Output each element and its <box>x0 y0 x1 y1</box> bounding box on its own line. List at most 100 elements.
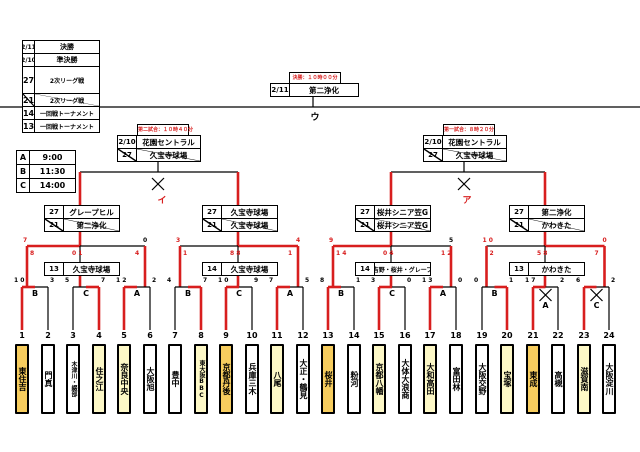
match-date-text: 27 <box>207 208 217 216</box>
team-number: 10 <box>246 331 258 340</box>
legend-label: 準決勝 <box>56 56 78 64</box>
match-date: 21 <box>45 219 64 231</box>
score: 0 <box>407 277 412 284</box>
semi-venue-cancelled: 久宝寺球場 <box>443 149 506 161</box>
match-date: 14 <box>203 263 222 275</box>
score: 1 <box>288 250 293 257</box>
score: 9 <box>254 277 259 284</box>
score: 1 <box>183 250 188 257</box>
team-number: 22 <box>552 331 564 340</box>
score: 8 8 <box>230 250 241 257</box>
match-venue: かわきた <box>529 219 584 231</box>
match-date-text: 14 <box>207 265 217 273</box>
score: 5 <box>65 277 70 284</box>
semi-note: 第二試合：１０時４０分 <box>137 124 193 136</box>
match-venue: 久宝寺球場 <box>222 219 277 231</box>
score: 2 <box>611 277 616 284</box>
team-number: 18 <box>450 331 462 340</box>
legend-label: 決勝 <box>60 43 74 51</box>
match-date-text: 13 <box>49 265 59 273</box>
team-name: 富田林 <box>452 367 461 391</box>
time-slot-label: A <box>542 301 549 310</box>
score: 1 3 <box>422 277 433 284</box>
score: 1 0 <box>14 277 25 284</box>
legend-date: 2/11 <box>23 41 35 53</box>
legend-label: 2次リーグ戦 <box>49 77 85 85</box>
team-box: 桜井 <box>321 344 335 414</box>
time-value: 11:30 <box>39 167 66 176</box>
team-number: 16 <box>399 331 411 340</box>
round1-match-box: 14 吉野・桜井・グレープ <box>355 262 431 276</box>
time-slot-label: B <box>31 289 39 298</box>
team-box: 門真 <box>41 344 55 414</box>
team-box: 木津川・綴部 <box>66 344 80 414</box>
team-box: 宝塚 <box>500 344 514 414</box>
score: 0 4 <box>383 250 394 257</box>
score: 8 <box>30 250 35 257</box>
legend-row: 2/11 決勝 <box>23 41 99 54</box>
team-box: 八尾 <box>270 344 284 414</box>
time-slot-label: B <box>184 289 192 298</box>
team-name: 高槻 <box>554 371 563 387</box>
team-number: 8 <box>198 331 204 340</box>
score: 1 7 <box>525 277 536 284</box>
legend-date: 2/10 <box>23 54 35 66</box>
team-name: 東成 <box>529 371 538 387</box>
match-date-text: 27 <box>360 208 370 216</box>
match-venue: 桜井シニア笠G <box>375 206 430 218</box>
score: 5 <box>305 277 310 284</box>
final-note: 決勝：１０時００分 <box>289 72 341 84</box>
team-number: 3 <box>70 331 76 340</box>
team-number: 17 <box>424 331 436 340</box>
team-name: 木津川・綴部 <box>70 361 77 397</box>
match-date-text: 27 <box>514 208 524 216</box>
match-date: 21 <box>356 219 375 231</box>
team-name: 滋賀南 <box>580 367 589 391</box>
match-venue: 桜井シニア笠G <box>375 219 430 231</box>
match-venue-text: 吉野・桜井・グレープ <box>375 266 430 274</box>
team-name: 宝塚 <box>503 371 512 387</box>
score: 1 2 <box>116 277 127 284</box>
team-name: 大阪旭 <box>146 367 155 391</box>
score: 1 0 <box>218 277 229 284</box>
time-slot-label: C <box>236 289 242 298</box>
time-slot-label: B <box>491 289 498 298</box>
team-box: 大阪交野 <box>475 344 489 414</box>
team-number: 12 <box>297 331 309 340</box>
team-number: 11 <box>271 331 283 340</box>
team-name: 大体大浪商 <box>401 359 410 399</box>
semi-note: 第一試合：８時２０分 <box>443 124 495 136</box>
semi-venue: 花園セントラル <box>448 137 501 147</box>
team-number: 24 <box>603 331 615 340</box>
team-number: 21 <box>527 331 539 340</box>
legend-row: 2/10 準決勝 <box>23 54 99 67</box>
match-venue-text: かわきた <box>541 264 572 274</box>
team-box: 京都丹後 <box>219 344 233 414</box>
match-date-text: 13 <box>514 265 524 273</box>
team-name: 大阪交野 <box>478 363 487 395</box>
score: 5 <box>449 237 454 244</box>
semi-venue: 花園セントラル <box>142 137 195 147</box>
team-box: 豊中 <box>168 344 182 414</box>
time-slot-label: C <box>389 289 395 298</box>
team-name: 粉河 <box>350 371 359 387</box>
match-venue: 久宝寺球場 <box>222 206 277 218</box>
match-date: 27 <box>510 206 529 218</box>
match-venue: かわきた <box>529 263 584 275</box>
score: 4 <box>296 237 301 244</box>
team-name: 奈良中央 <box>120 363 129 395</box>
match-date-text: 14 <box>360 265 370 273</box>
team-number: 1 <box>19 331 25 340</box>
team-name: 大和高田 <box>426 363 435 395</box>
score: 7 <box>23 237 28 244</box>
score: 1 <box>356 277 361 284</box>
match-venue: 久宝寺球場 <box>64 263 119 275</box>
match-date: 21 <box>510 219 529 231</box>
semi-tag: イ <box>157 196 167 206</box>
score: 0 <box>602 237 607 244</box>
